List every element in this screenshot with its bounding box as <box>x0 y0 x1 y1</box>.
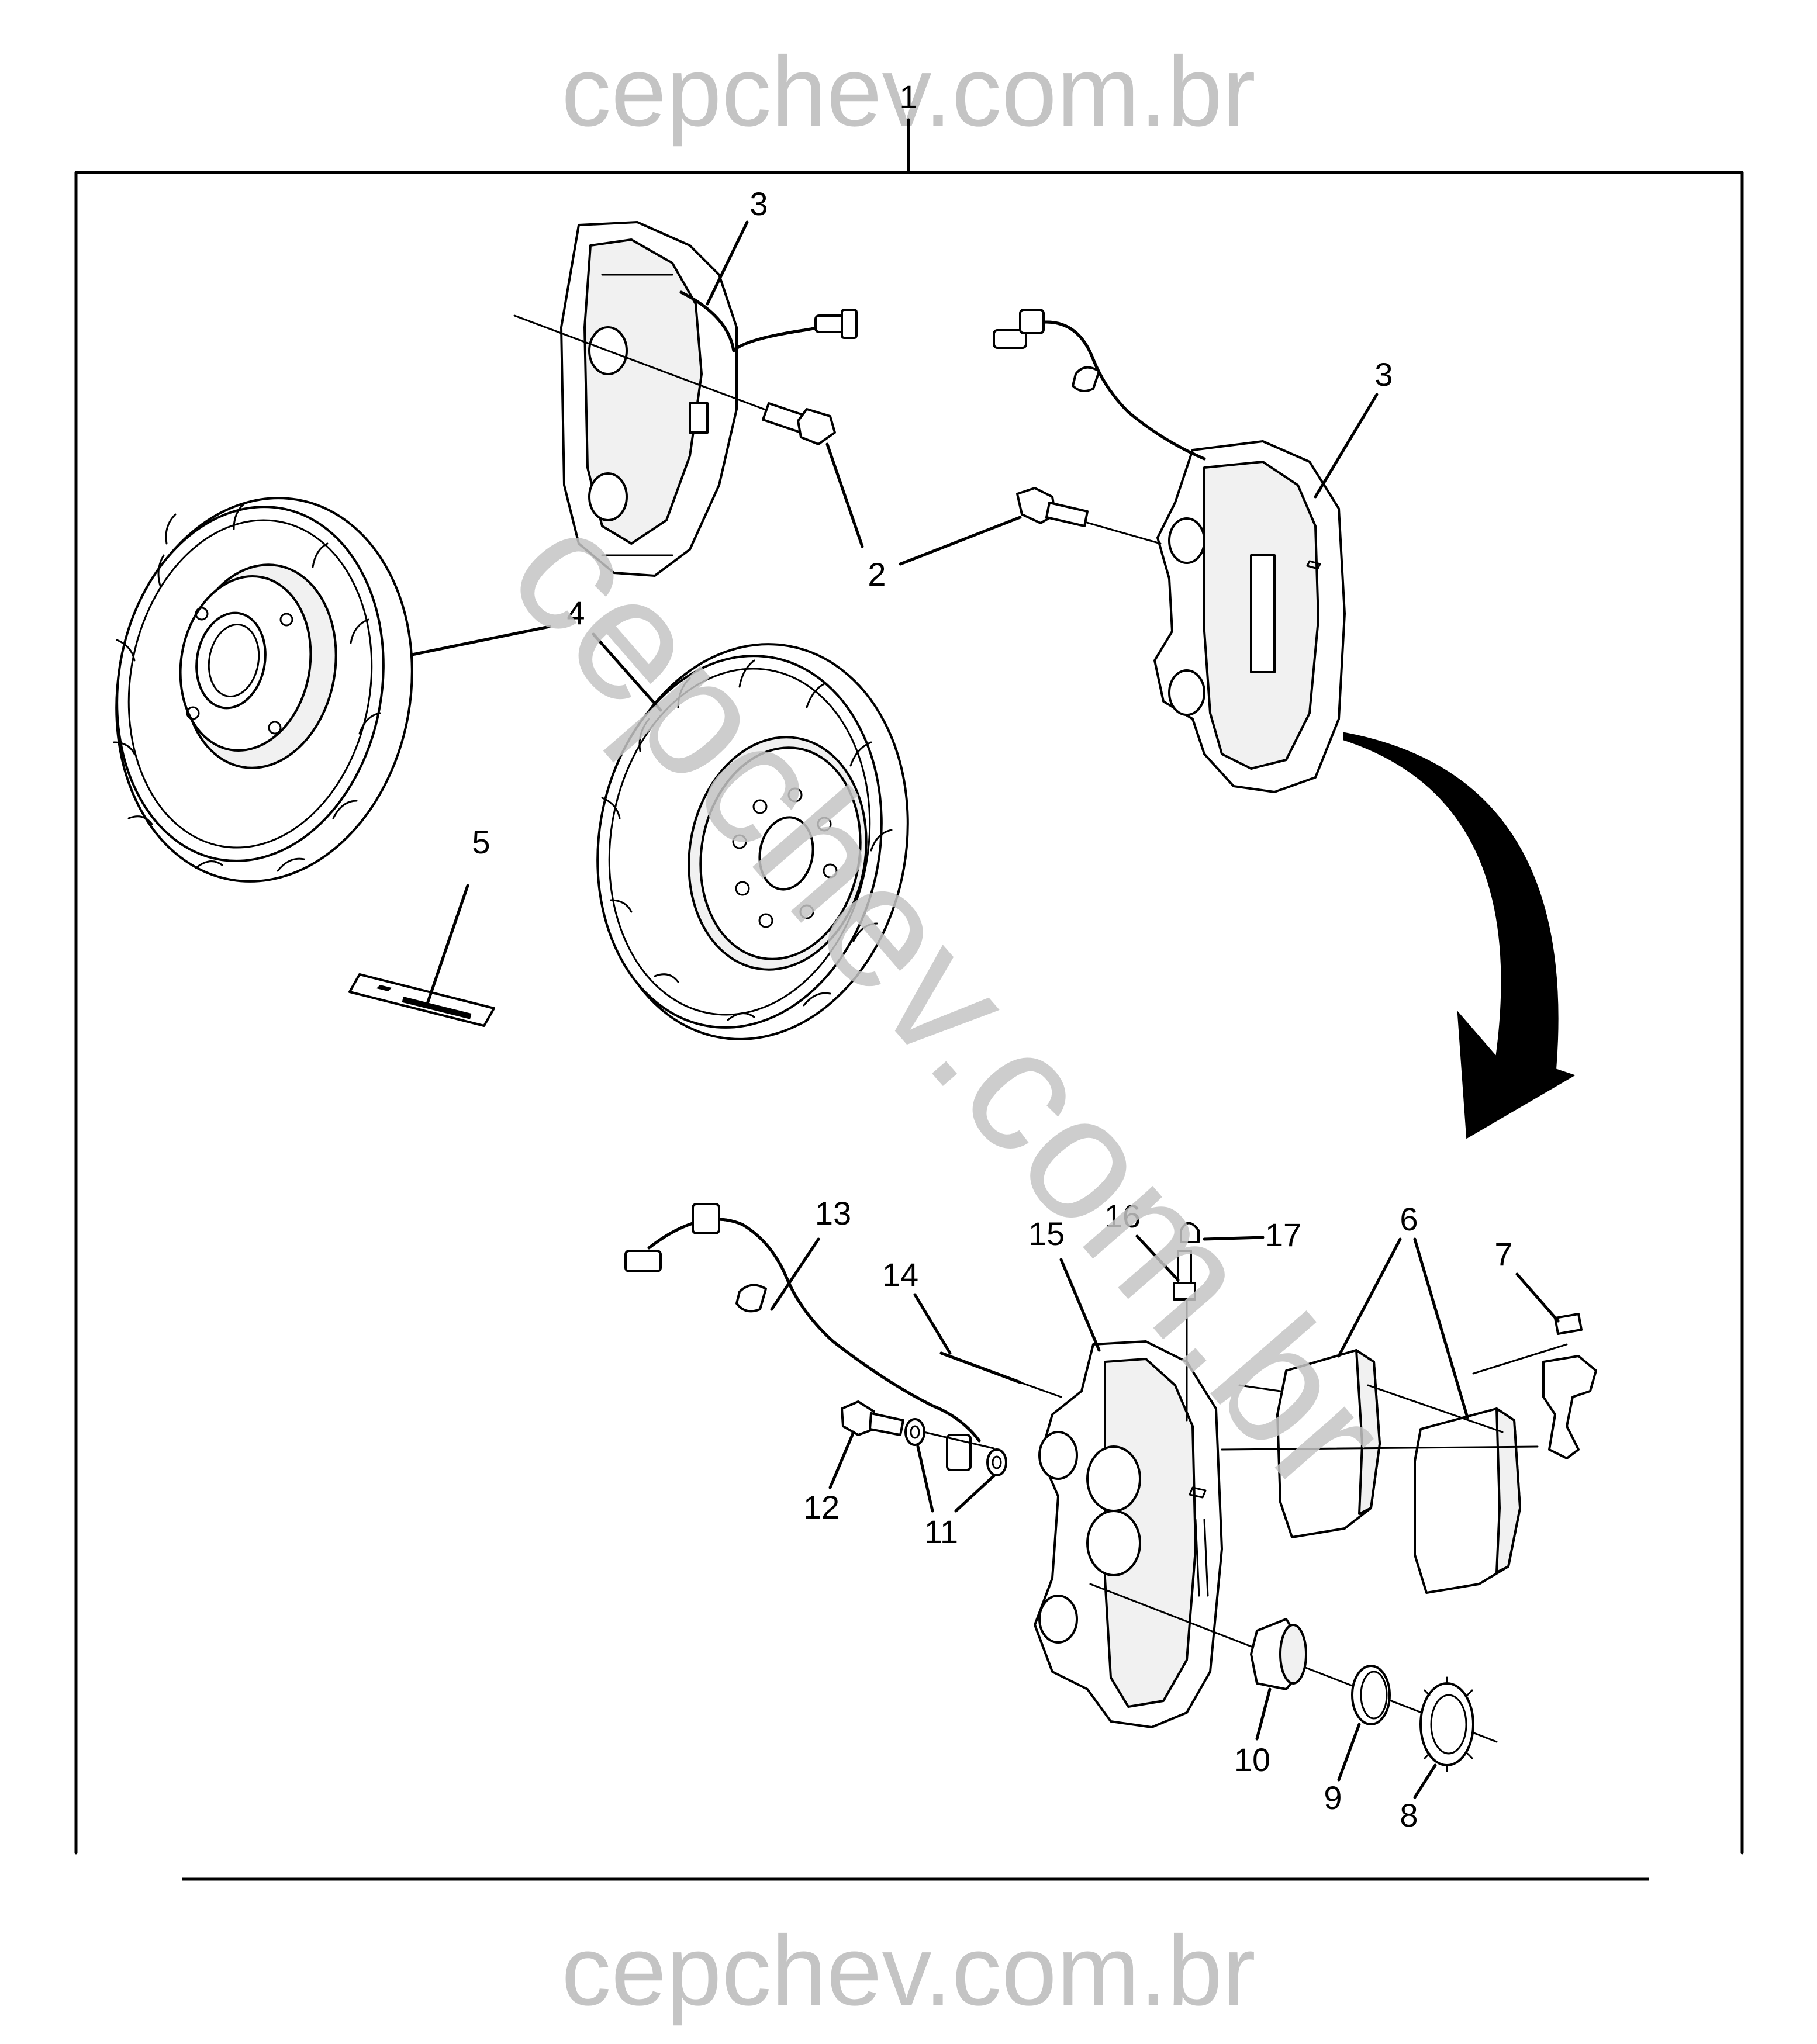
leader-4a <box>410 625 551 656</box>
leader-16 <box>1135 1234 1180 1282</box>
leader-3a <box>706 220 749 306</box>
banjo-bolt <box>841 1400 995 1450</box>
leader-2b <box>899 516 1022 566</box>
caliper-label-decal <box>348 973 495 1027</box>
leader-8 <box>1413 1763 1437 1799</box>
leader-10 <box>1255 1687 1272 1741</box>
callout-9: 9 <box>1324 1779 1342 1816</box>
sealing-washers <box>904 1418 1007 1476</box>
leader-7 <box>1515 1272 1560 1323</box>
brake-rotor-left <box>113 497 413 883</box>
caliper-bolt-upper-left <box>513 314 836 445</box>
callout-3b: 3 <box>1374 356 1393 393</box>
pad-spring-clip <box>1472 1313 1597 1459</box>
leader-4b <box>592 632 662 712</box>
callout-6: 6 <box>1400 1201 1418 1237</box>
callout-14: 14 <box>882 1256 918 1293</box>
caliper-bolt-upper-right <box>1016 487 1162 545</box>
leader-17 <box>1203 1236 1265 1241</box>
leader-11a <box>916 1445 934 1513</box>
brake-caliper-lower <box>1034 1340 1223 1728</box>
callout-15: 15 <box>1028 1215 1065 1252</box>
leader-11b <box>954 1474 996 1513</box>
leader-9 <box>1337 1723 1361 1782</box>
leader-2a <box>825 442 864 548</box>
callout-2: 2 <box>868 556 886 593</box>
callout-7: 7 <box>1494 1236 1512 1272</box>
callout-13: 13 <box>815 1195 851 1232</box>
bleeder-valve <box>1173 1250 1196 1422</box>
callout-3a: 3 <box>749 185 768 222</box>
callout-12: 12 <box>803 1489 840 1526</box>
leader-5 <box>425 884 469 1007</box>
brake-caliper-upper-right <box>1153 440 1346 793</box>
assembly-frame <box>74 118 1744 1855</box>
callout-16: 16 <box>1104 1198 1141 1234</box>
callout-11: 11 <box>924 1513 958 1550</box>
brake-hose-upper-right <box>993 309 1206 461</box>
piston-seal <box>1351 1665 1391 1725</box>
leader-13 <box>770 1237 820 1311</box>
brake-pad-outer <box>1414 1407 1521 1594</box>
bleeder-cap <box>1180 1222 1200 1243</box>
leader-3b <box>1314 393 1379 499</box>
brake-hose-upper-left <box>679 290 858 352</box>
piston-dust-boot <box>1419 1676 1474 1772</box>
brake-caliper-upper-left <box>560 221 738 577</box>
callout-17: 17 <box>1265 1216 1301 1253</box>
direction-arrow <box>1343 732 1576 1139</box>
callout-8: 8 <box>1400 1797 1418 1834</box>
brake-pad-inner <box>1238 1349 1381 1538</box>
brake-rotor-right <box>596 643 909 1040</box>
callout-5: 5 <box>472 824 490 860</box>
pad-retaining-pin <box>939 1351 1062 1398</box>
leader-14 <box>913 1293 952 1355</box>
callout-10: 10 <box>1234 1741 1270 1778</box>
leader-15 <box>1059 1258 1101 1352</box>
callout-4: 4 <box>566 594 585 631</box>
pad-alignment-lines <box>1221 1384 1539 1451</box>
leader-12 <box>828 1430 855 1489</box>
callout-1: 1 <box>899 78 917 115</box>
watermark-bottom: cepchev.com.br <box>561 1915 1255 2026</box>
brake-hose-lower <box>624 1203 981 1471</box>
leader-6b <box>1413 1237 1469 1419</box>
leader-6a <box>1337 1237 1402 1358</box>
